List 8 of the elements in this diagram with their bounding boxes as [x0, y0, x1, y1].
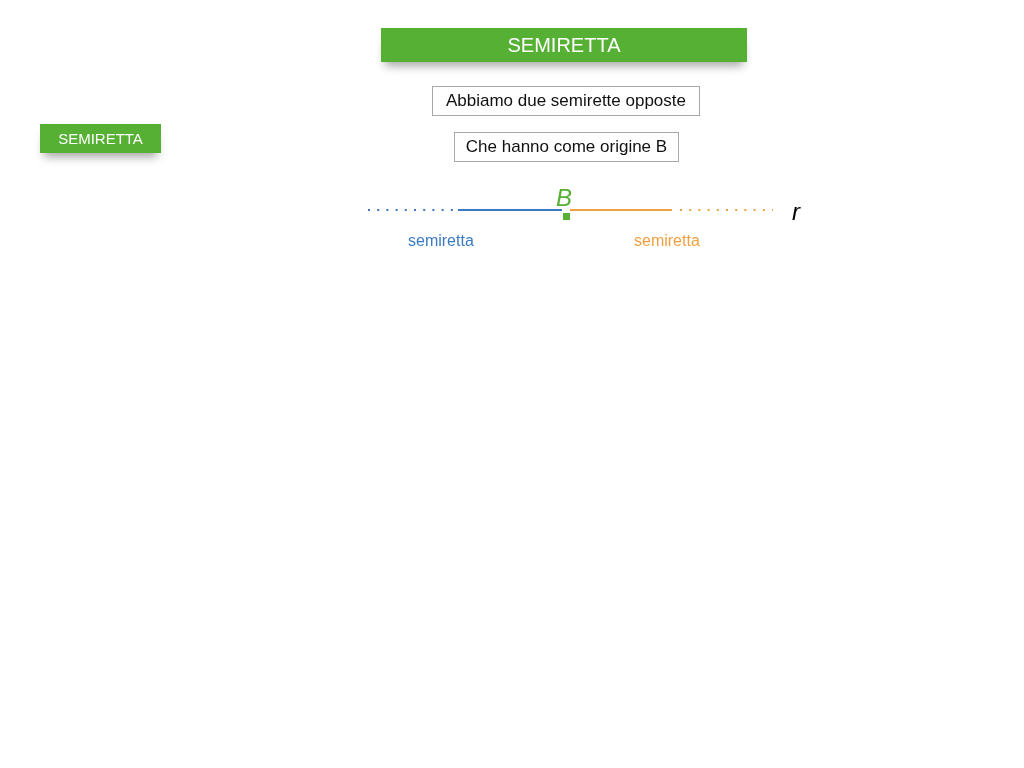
point-label: B [556, 186, 572, 210]
topic-tag: SEMIRETTA [40, 124, 161, 153]
line-label: r [792, 200, 800, 224]
text-box: Che hanno come origine B [454, 132, 679, 162]
text-box: Abbiamo due semirette opposte [432, 86, 700, 116]
ray-label: semiretta [634, 233, 700, 249]
ray-label: semiretta [408, 233, 474, 249]
title-banner: SEMIRETTA [381, 28, 747, 62]
